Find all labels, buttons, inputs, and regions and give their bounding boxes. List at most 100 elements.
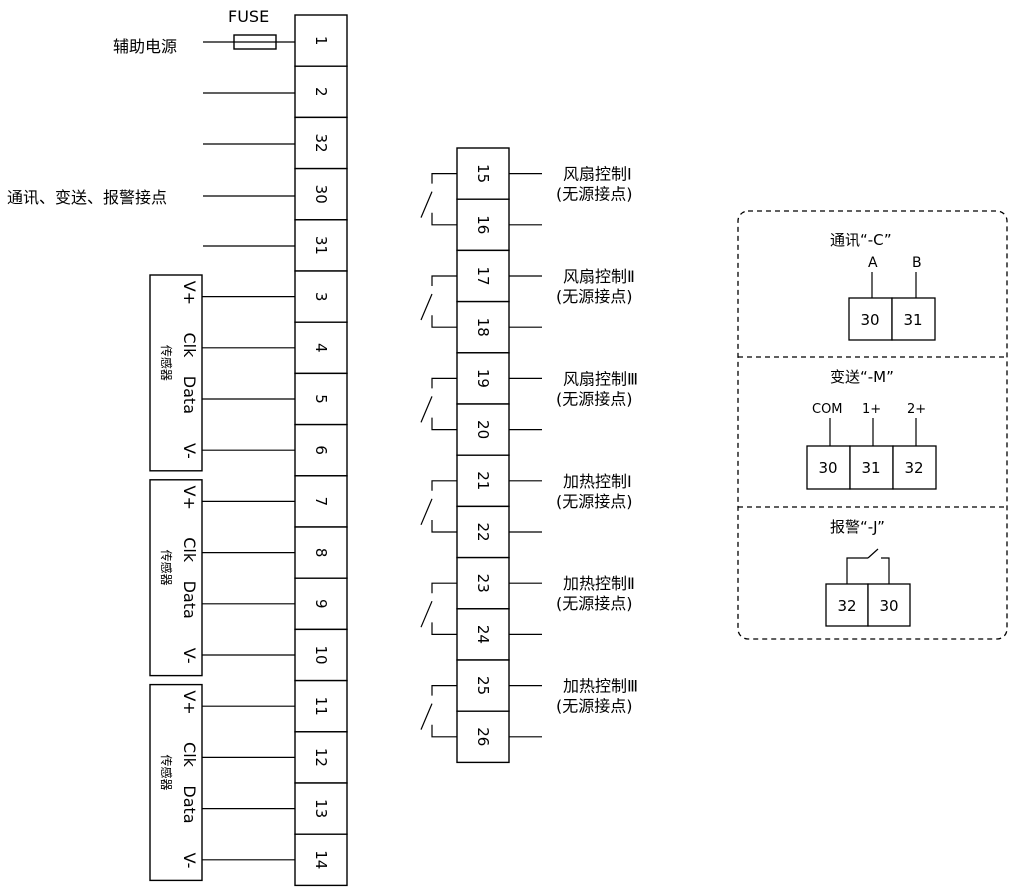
middle-terminal-label: 18 [474, 318, 492, 337]
sensor-box [149, 479, 203, 677]
transmit-terminal-32 [892, 445, 937, 490]
relay-name: 风扇控制Ⅲ [563, 369, 638, 388]
left-terminal-label: 5 [312, 394, 330, 404]
left-terminal-label: 8 [312, 548, 330, 558]
fuse-label: FUSE [228, 7, 269, 26]
transmit-pin-2: 2+ [907, 402, 926, 417]
relay-contact-bottom [431, 417, 457, 431]
sensor-box [149, 683, 203, 882]
left-terminal-9 [294, 577, 348, 631]
left-terminal-label: 6 [312, 445, 330, 455]
sensor-pin-label: Clk [180, 742, 199, 768]
left-terminal-8 [294, 526, 348, 579]
relay-sub: (无源接点) [556, 389, 633, 408]
aux-power-label: 辅助电源 [113, 37, 177, 56]
transmit-terminal-31 [849, 445, 894, 490]
relay-name: 风扇控制Ⅰ [563, 165, 632, 184]
relay-sub: (无源接点) [556, 594, 633, 613]
relay-contact-switch [420, 600, 433, 628]
relay-contact-switch [420, 498, 433, 526]
sensor-pin-label: V- [180, 443, 199, 459]
left-terminal-11 [294, 679, 348, 733]
transmit-terminal-30 [806, 445, 851, 490]
relay-contact-top [431, 480, 457, 491]
sensor-name: 传感器 [159, 550, 174, 586]
transmit-terminal-30-label: 30 [818, 459, 837, 477]
alarm-terminal-30 [867, 583, 911, 627]
sensor-pin-label: Clk [180, 537, 199, 563]
relay-name: 风扇控制Ⅱ [563, 267, 635, 286]
relay-name: 加热控制Ⅱ [563, 574, 635, 593]
transmit-option-title: 变送“-M” [830, 368, 894, 386]
sensor-pin-label: V- [180, 853, 199, 869]
relay-name: 加热控制Ⅰ [563, 472, 632, 491]
comm-pin-b: B [912, 255, 922, 271]
relay-contact-top [431, 582, 457, 594]
left-terminal-label: 31 [312, 236, 330, 255]
relay-sub: (无源接点) [556, 185, 633, 204]
relay-sub: (无源接点) [556, 697, 633, 716]
sensor-pin-label: Data [180, 785, 199, 823]
left-terminal-1 [294, 14, 348, 67]
option-box [737, 210, 1008, 640]
comm-terminal-31 [891, 297, 936, 341]
sensor-pin-label: V- [180, 648, 199, 664]
middle-terminal-label: 25 [474, 676, 492, 695]
middle-terminal-label: 24 [474, 625, 492, 644]
sensor-pin-label: Data [180, 376, 199, 414]
relay-sub: (无源接点) [556, 287, 633, 306]
relay-contact-switch [420, 293, 433, 321]
left-terminal-label: 30 [312, 185, 330, 204]
left-terminal-label: 3 [312, 292, 330, 302]
relay-contacts: 风扇控制Ⅰ(无源接点)风扇控制Ⅱ(无源接点)风扇控制Ⅲ(无源接点)加热控制Ⅰ(无… [420, 165, 638, 738]
relay-contact-top [431, 684, 457, 696]
alarm-terminal-32-label: 32 [837, 597, 856, 615]
left-terminal-2 [294, 65, 348, 119]
alarm-terminal-30-label: 30 [879, 597, 898, 615]
sensor-name: 传感器 [159, 754, 174, 790]
alarm-option-title: 报警“-J” [830, 518, 885, 536]
relay-contact-switch [420, 191, 433, 218]
relay-contact-top [431, 377, 457, 389]
left-terminal-label: 14 [312, 850, 330, 869]
relay-name: 加热控制Ⅲ [563, 677, 638, 696]
relay-contact-top [431, 275, 457, 286]
middle-terminal-label: 22 [474, 522, 492, 541]
alarm-terminal-32 [825, 583, 869, 627]
sensor-box [149, 274, 203, 472]
transmit-terminal-31-label: 31 [861, 459, 880, 477]
left-terminal-label: 9 [312, 599, 330, 609]
left-terminal-label: 4 [312, 343, 330, 353]
comm-pin-a: A [868, 255, 878, 271]
left-terminal-label: 11 [312, 697, 330, 716]
middle-terminal-label: 17 [474, 266, 492, 285]
sensor-groups: V+ClkDataV-传感器V+ClkDataV-传感器V+ClkDataV-传… [149, 274, 295, 882]
middle-terminal-label: 15 [474, 164, 492, 183]
comm-label: 通讯、变送、报警接点 [7, 188, 167, 207]
transmit-pin-com: COM [812, 402, 843, 417]
sensor-pin-label: V+ [180, 281, 199, 305]
middle-terminal-label: 21 [474, 471, 492, 490]
left-terminal-label: 1 [312, 36, 330, 46]
relay-contact-bottom [431, 212, 457, 226]
relay-contact-top [431, 173, 457, 184]
middle-terminal-label: 19 [474, 369, 492, 388]
alarm-contact-left [846, 557, 868, 584]
left-terminal-label: 32 [312, 133, 330, 152]
sensor-pin-label: V+ [180, 486, 199, 510]
sensor-name: 传感器 [159, 345, 174, 381]
comm-terminal-30 [848, 297, 893, 341]
relay-contact-bottom [431, 622, 457, 636]
sensor-pin-label: V+ [180, 690, 199, 714]
middle-terminal-21 [456, 454, 510, 508]
left-terminal-30 [294, 167, 348, 221]
comm-option-title: 通讯“-C” [830, 231, 892, 249]
relay-contact-bottom [431, 520, 457, 533]
transmit-terminal-32-label: 32 [904, 459, 923, 477]
relay-contact-switch [420, 703, 433, 730]
middle-terminal-label: 26 [474, 727, 492, 746]
